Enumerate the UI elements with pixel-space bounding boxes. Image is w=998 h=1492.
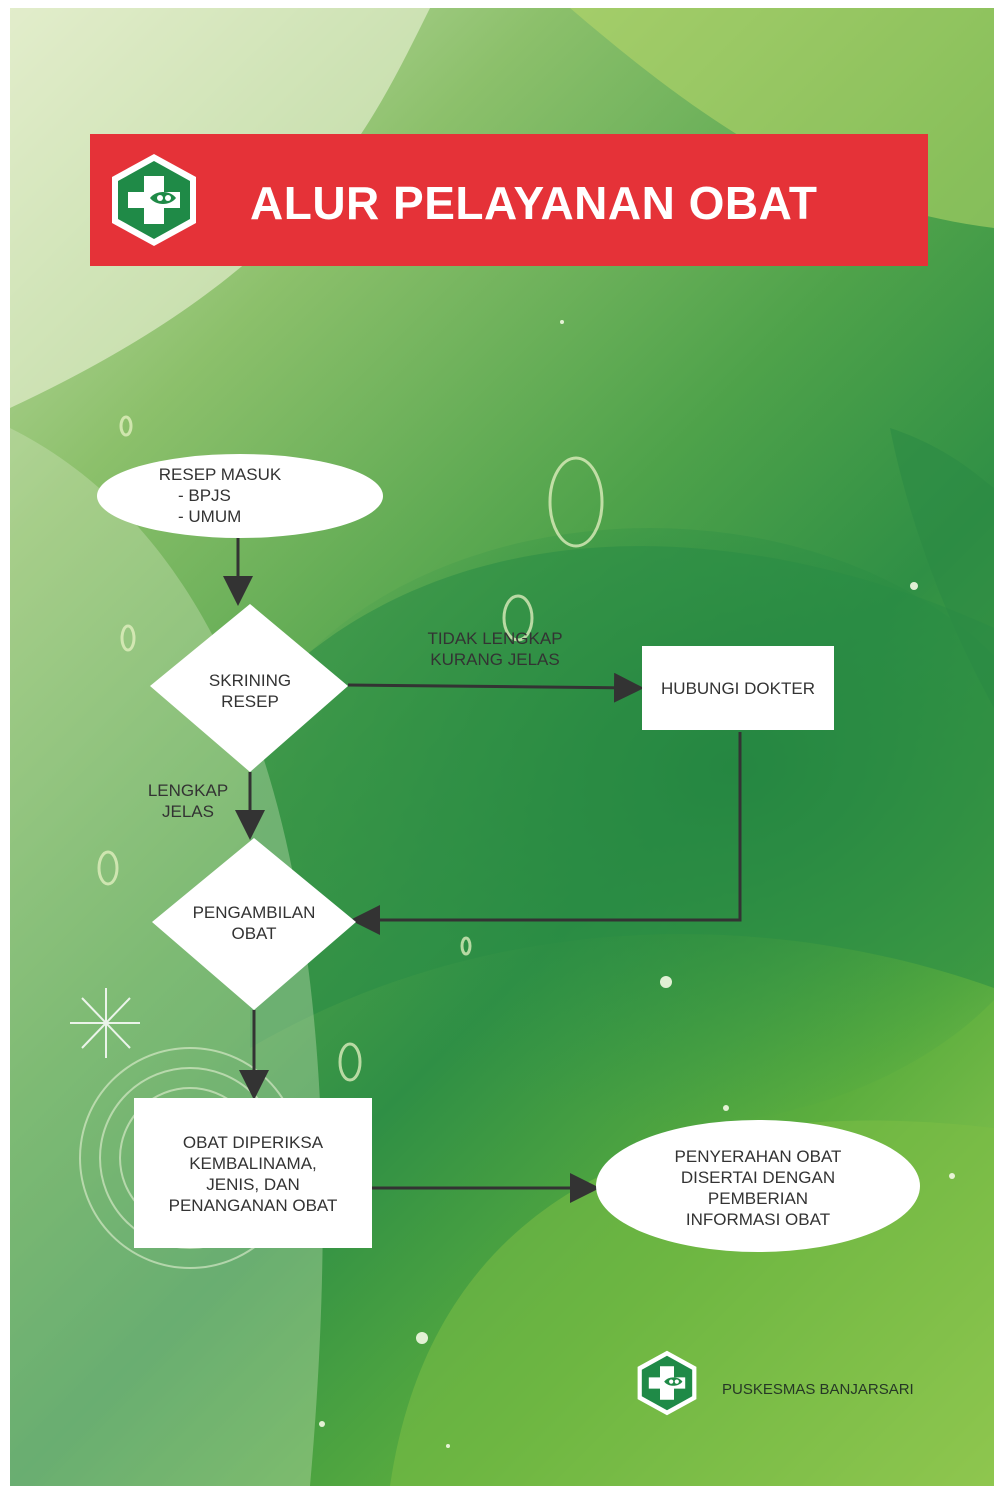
node-skrining-resep-label: SKRINING RESEP: [190, 670, 310, 712]
label-line: INFORMASI OBAT: [685, 1210, 831, 1229]
node-pengambilan-obat-label: PENGAMBILAN OBAT: [174, 902, 334, 944]
label-line: JENIS, DAN: [206, 1175, 300, 1194]
label-line: JELAS: [162, 802, 214, 821]
label-line: PENYERAHAN OBAT: [674, 1147, 842, 1166]
node-hubungi-dokter-label: HUBUNGI DOKTER: [642, 678, 834, 699]
label-line: TIDAK LENGKAP: [427, 629, 563, 648]
label-line: PENGAMBILAN: [192, 903, 316, 922]
kemenkes-logo-icon: [112, 154, 196, 246]
label-line: PEMBERIAN: [707, 1189, 809, 1208]
label-line: - UMUM: [178, 507, 242, 526]
label-line: OBAT: [231, 924, 277, 943]
node-resep-masuk: [97, 454, 383, 538]
kemenkes-logo-icon: [637, 1350, 697, 1416]
node-penyerahan-obat-label: PENYERAHAN OBAT DISERTAI DENGAN PEMBERIA…: [630, 1146, 886, 1230]
label-line: - BPJS: [178, 486, 231, 505]
label-line: RESEP: [221, 692, 279, 711]
node-resep-masuk-label: RESEP MASUK - BPJS - UMUM: [150, 464, 290, 527]
label-line: RESEP MASUK: [158, 465, 282, 484]
label-line: OBAT DIPERIKSA: [182, 1133, 324, 1152]
node-obat-diperiksa-label: OBAT DIPERIKSA KEMBALINAMA, JENIS, DAN P…: [134, 1132, 372, 1216]
node-hubungi-dokter: [642, 646, 834, 730]
edge-hubungi-to-pengambilan: [350, 732, 742, 935]
label-line: KEMBALINAMA,: [189, 1154, 317, 1173]
label-line: LENGKAP: [147, 781, 229, 800]
edge-label-tidak-lengkap: TIDAK LENGKAP KURANG JELAS: [410, 628, 580, 670]
node-skrining-resep: [150, 604, 348, 772]
title-banner: [90, 134, 928, 266]
footer-organization: PUSKESMAS BANJARSARI: [722, 1381, 914, 1398]
node-penyerahan-obat: [596, 1120, 920, 1252]
edge-skrining-to-hubungi: [347, 672, 644, 703]
label-line: KURANG JELAS: [430, 650, 560, 669]
page-title: ALUR PELAYANAN OBAT: [250, 177, 818, 229]
node-pengambilan-obat: [152, 838, 356, 1010]
label-line: HUBUNGI DOKTER: [661, 679, 815, 698]
edge-label-lengkap: LENGKAP JELAS: [138, 780, 238, 822]
label-line: DISERTAI DENGAN: [680, 1168, 836, 1187]
label-line: PENANGANAN OBAT: [168, 1196, 338, 1215]
node-obat-diperiksa: [134, 1098, 372, 1248]
label-line: SKRINING: [208, 671, 292, 690]
